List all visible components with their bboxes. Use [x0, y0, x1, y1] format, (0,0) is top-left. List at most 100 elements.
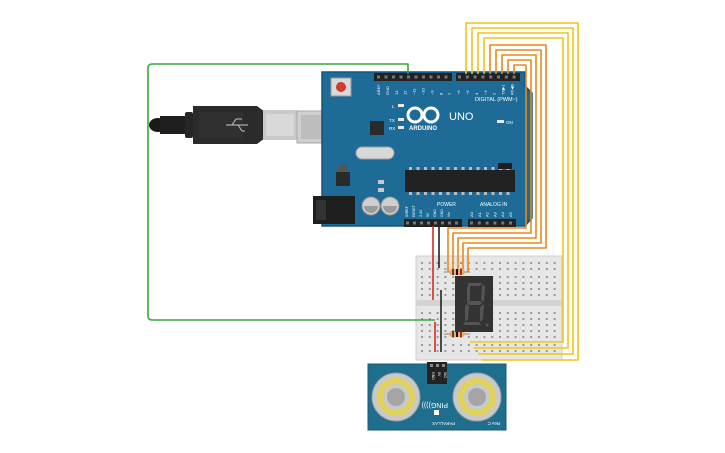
voltage-regulator: [336, 172, 350, 186]
breadboard-hole: [522, 312, 525, 314]
breadboard-hole: [545, 282, 548, 284]
breadboard-hole: [522, 268, 525, 270]
breadboard-hole: [553, 262, 556, 264]
breadboard-hole: [545, 324, 548, 326]
breadboard-hole: [421, 344, 423, 346]
breadboard-hole: [421, 336, 423, 338]
breadboard-hole: [491, 350, 494, 352]
breadboard-hole: [553, 312, 556, 314]
breadboard-hole: [514, 336, 517, 338]
wire-green-signal: [147, 63, 435, 321]
display-digit: 8: [0, 0, 1, 1]
breadboard-hole: [545, 350, 548, 352]
breadboard-hole: [538, 282, 540, 284]
breadboard-hole: [522, 288, 525, 290]
sensor-pin-label: 5V: [437, 372, 441, 377]
breadboard-hole: [545, 336, 548, 338]
breadboard-hole: [530, 294, 533, 296]
display-dot: [485, 323, 489, 327]
header-pin: [437, 75, 440, 79]
breadboard-hole: [530, 344, 533, 346]
breadboard-hole: [545, 262, 548, 264]
pin-label: A3: [492, 211, 497, 217]
breadboard-hole: [538, 350, 540, 352]
atmega-chip: [405, 170, 515, 192]
breadboard-hole: [530, 336, 533, 338]
chip-leg: [446, 192, 450, 195]
breadboard-hole: [545, 294, 548, 296]
header-pin: [509, 221, 512, 225]
breadboard-hole: [522, 324, 525, 326]
breadboard-hole: [538, 276, 540, 278]
led-rx-label: RX: [389, 126, 395, 131]
header-pin: [441, 221, 444, 225]
breadboard-hole: [506, 268, 509, 270]
breadboard-hole: [436, 282, 439, 284]
breadboard-hole: [452, 344, 455, 346]
breadboard-hole: [499, 294, 501, 296]
pin-label: GND: [440, 209, 444, 217]
breadboard-hole: [499, 324, 501, 326]
breadboard-hole: [522, 276, 525, 278]
header-pin: [497, 75, 500, 79]
pin-label: A1: [477, 211, 482, 217]
breadboard-hole: [452, 288, 455, 290]
led-tx: [398, 118, 404, 121]
header-pin: [485, 221, 489, 225]
breadboard-hole: [538, 330, 540, 332]
chip-leg: [454, 192, 457, 195]
breadboard-hole: [428, 324, 431, 326]
wire-orange-4: [452, 59, 532, 272]
breadboard-hole: [538, 312, 540, 314]
breadboard-hole: [444, 318, 447, 320]
pin-label: ~5: [465, 90, 470, 95]
breadboard-hole: [421, 324, 423, 326]
chip-leg: [439, 192, 442, 195]
chip-leg: [476, 192, 480, 195]
breadboard-hole: [514, 262, 517, 264]
header-pin: [448, 221, 451, 225]
breadboard-hole: [514, 344, 517, 346]
resistor-top: [444, 269, 470, 275]
pin-label: RESET: [412, 204, 416, 217]
breadboard-hole: [475, 262, 478, 264]
breadboard-hole: [436, 294, 439, 296]
breadboard-hole: [436, 344, 439, 346]
resistor-bottom: [444, 331, 470, 337]
breadboard-hole: [436, 288, 439, 290]
header-pin: [429, 75, 433, 79]
analog-label: ANALOG IN: [480, 202, 508, 208]
breadboard-hole: [545, 318, 548, 320]
breadboard-hole: [467, 336, 470, 338]
pin-label: A2: [485, 211, 490, 217]
transducer-left: [371, 372, 421, 422]
breadboard-hole: [444, 350, 447, 352]
breadboard-hole: [553, 294, 556, 296]
wire-orange-1: [467, 44, 547, 272]
breadboard-hole: [428, 312, 431, 314]
header-pin: [422, 75, 425, 79]
pin-label: 7: [447, 92, 452, 95]
reset-button-cap: [336, 82, 346, 92]
breadboard-hole: [421, 262, 423, 264]
chip-leg: [484, 167, 487, 170]
header-pin: [392, 75, 395, 79]
breadboard-hole: [514, 294, 517, 296]
breadboard-hole: [538, 336, 540, 338]
breadboard-hole: [428, 344, 431, 346]
breadboard-hole: [428, 294, 431, 296]
breadboard-hole: [553, 344, 556, 346]
header-pin: [384, 75, 388, 79]
breadboard-hole: [499, 262, 501, 264]
wire-orange-2: [462, 49, 542, 272]
sensor-name: PING)))): [422, 401, 448, 408]
breadboard-hole: [553, 324, 556, 326]
led-l-label: L: [392, 104, 395, 109]
breadboard-hole: [467, 344, 470, 346]
uno-label: UNO: [449, 111, 474, 123]
transducer-right: [452, 372, 502, 422]
breadboard-hole: [499, 276, 501, 278]
breadboard-hole: [428, 262, 431, 264]
breadboard-hole: [506, 344, 509, 346]
